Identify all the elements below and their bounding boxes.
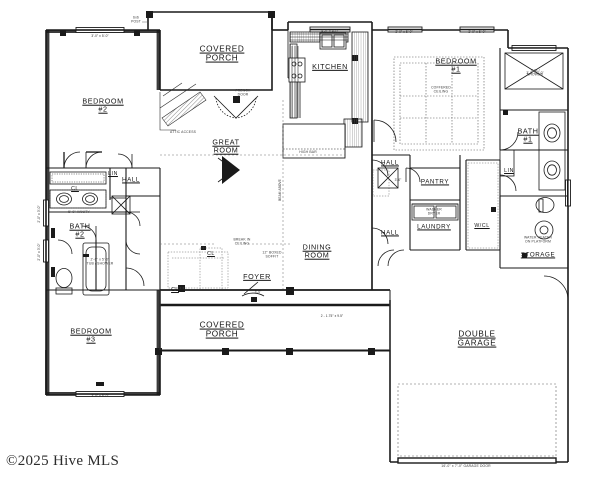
right-wing-walls (371, 48, 568, 350)
shelving (167, 162, 499, 291)
door-swings (57, 95, 569, 301)
left-wing-walls (46, 167, 161, 291)
porch-beam (160, 289, 390, 352)
kitchen-island (282, 123, 346, 159)
door-leaves (63, 151, 102, 168)
attic-hatches (111, 167, 399, 215)
structural-posts (51, 11, 527, 386)
coffered-ceiling (393, 56, 485, 151)
ceiling-break-lines (160, 100, 345, 290)
garage-parking-area (397, 383, 557, 464)
laundry-appliances (411, 203, 459, 221)
bath1-fixtures (499, 52, 566, 240)
mls-watermark: ©2025 Hive MLS (6, 453, 120, 469)
kitchen-fixtures (287, 30, 369, 148)
bath2-fixtures (49, 167, 127, 296)
windows (43, 26, 571, 397)
dimension-leaders (142, 21, 391, 350)
attic-access-detail (159, 82, 207, 131)
